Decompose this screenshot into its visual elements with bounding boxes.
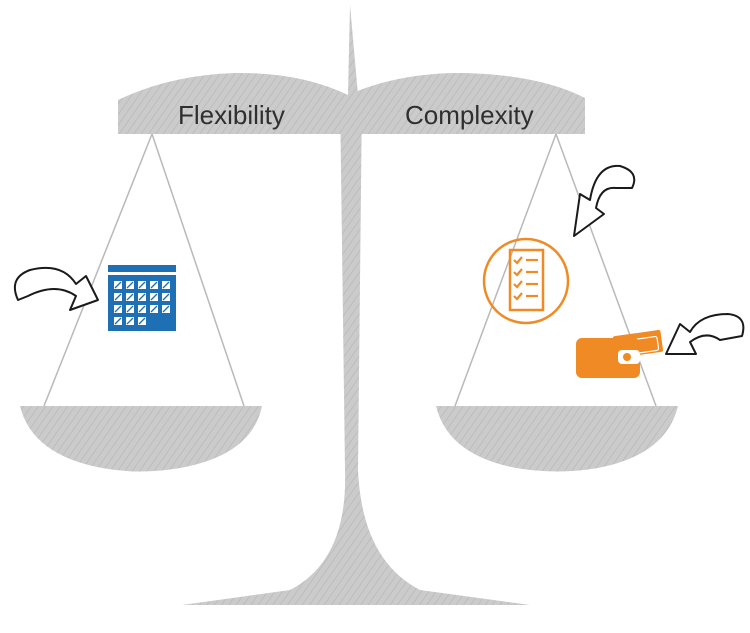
- left-pan-strings: [43, 133, 245, 407]
- calendar-icon: [108, 265, 176, 331]
- curved-arrow-icon: [665, 313, 745, 355]
- checklist-icon: [482, 237, 570, 325]
- scale-beam: [118, 72, 585, 134]
- curved-arrow-icon: [14, 266, 99, 311]
- right-pan: [436, 406, 678, 472]
- flexibility-label: Flexibility: [178, 100, 285, 130]
- scale-stand: [182, 5, 530, 605]
- curved-arrow-icon: [573, 164, 636, 237]
- left-pan: [20, 406, 262, 472]
- complexity-label: Complexity: [405, 100, 534, 130]
- wallet-icon: [576, 330, 664, 378]
